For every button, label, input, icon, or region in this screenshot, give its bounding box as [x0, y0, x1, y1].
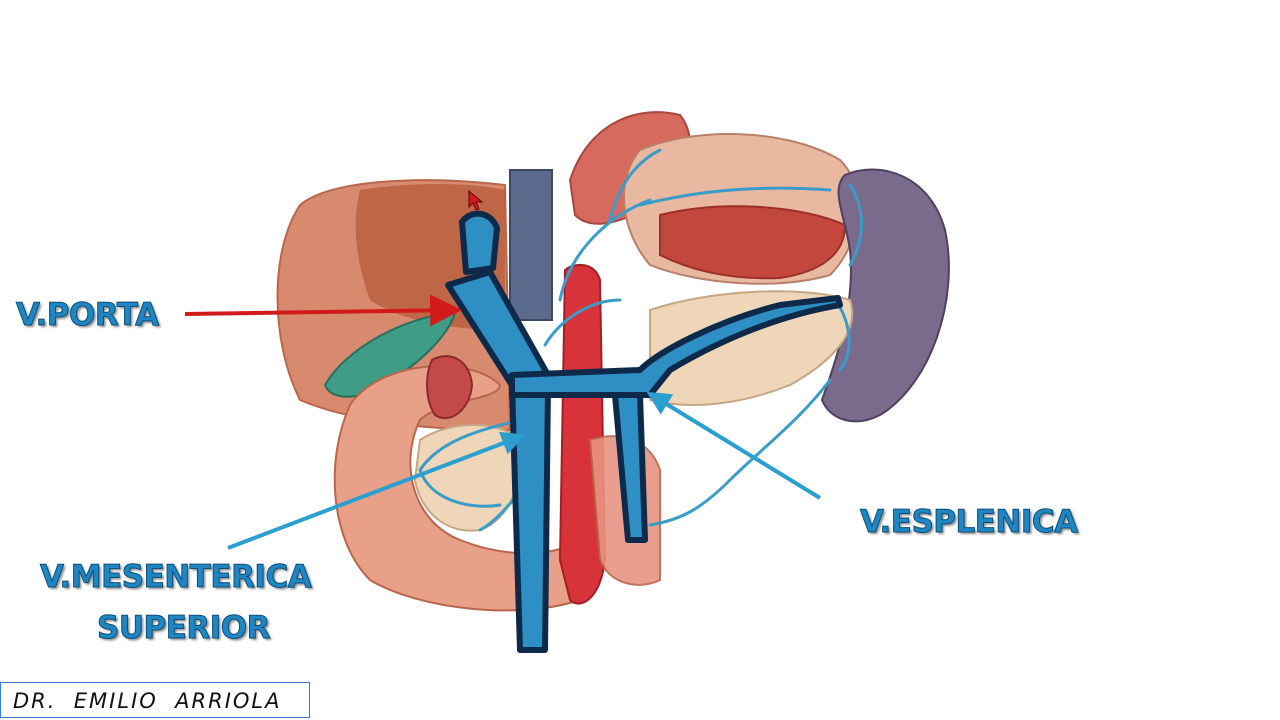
duodenum [333, 365, 581, 612]
aorta [558, 263, 607, 605]
gallbladder [323, 310, 457, 398]
portal-vein-system [445, 210, 843, 653]
superior-mesenteric-vein [509, 382, 551, 653]
mesenterica-arrow [227, 431, 526, 550]
label-superior: SUPERIOR [96, 610, 271, 646]
pancreas [649, 290, 854, 406]
inferior-mesenteric-vein [612, 392, 648, 543]
label-v-esplenica: V.ESPLENICA [860, 504, 1079, 540]
label-v-porta: V.PORTA [16, 297, 160, 333]
stomach-inner [659, 205, 847, 280]
esplenica-arrow [646, 391, 822, 500]
mouse-pointer-icon [468, 190, 484, 211]
duodenum-lumen [426, 355, 474, 420]
porta-arrow [184, 294, 462, 327]
spleen [820, 168, 950, 423]
label-v-mesenterica: V.MESENTERICA [39, 559, 312, 595]
credit-text: DR. EMILIO ARRIOLA [13, 689, 282, 713]
splenic-vein [509, 295, 843, 398]
credit-box: DR. EMILIO ARRIOLA [0, 682, 310, 718]
vena-cava [509, 169, 553, 321]
portal-vein-tip [459, 210, 500, 275]
